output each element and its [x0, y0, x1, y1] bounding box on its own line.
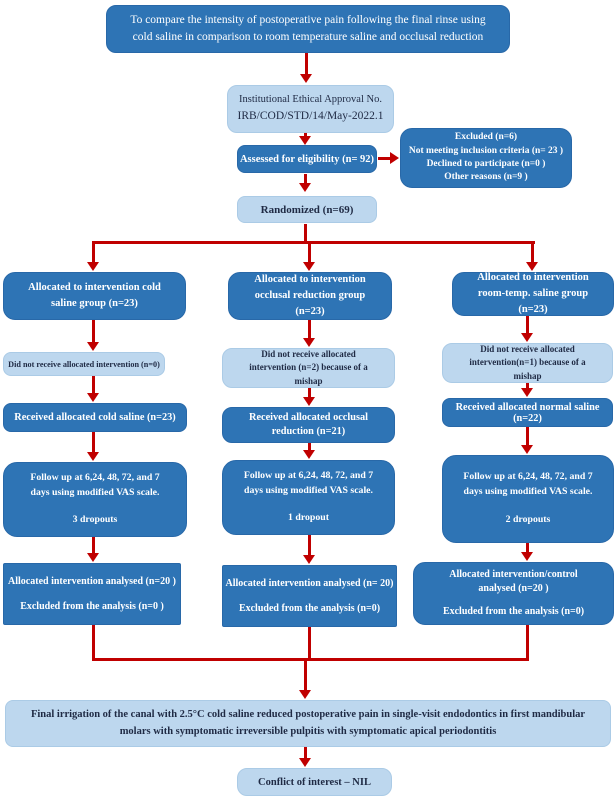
arrowhead-branch-right-icon [526, 262, 538, 271]
connector-branch-center [308, 241, 311, 263]
analysed-text: Allocated intervention analysed (n= 20) [225, 577, 394, 589]
followup-text: Follow up at 6,24, 48, 72, and 7 days us… [243, 469, 374, 496]
excluded-box: Excluded (n=6) Not meeting inclusion cri… [400, 128, 572, 188]
excluded-line: Not meeting inclusion criteria (n= 23 ) [408, 145, 564, 156]
followup-text: Follow up at 6,24, 48, 72, and 7 days us… [30, 471, 160, 498]
arrow-join-to-conclusion [304, 658, 307, 691]
arrow-notreceived-to-received-right [526, 383, 529, 389]
arrowhead-followup-to-analysed-center-icon [303, 555, 315, 564]
arrowhead-conclusion-to-conflict-icon [299, 758, 311, 767]
allocated-box-room-temp-saline: Allocated to intervention room-temp. sal… [452, 272, 614, 316]
followup-box-right: Follow up at 6,24, 48, 72, and 7 days us… [442, 455, 614, 543]
arrowhead-received-to-followup-right-icon [521, 445, 533, 454]
arrowhead-notreceived-to-received-center-icon [303, 397, 315, 406]
analysed-box-right: Allocated intervention/control analysed … [413, 562, 614, 625]
arrow-ethics-to-eligibility [304, 133, 307, 137]
arrowhead-ethics-to-eligibility-icon [299, 136, 311, 145]
excluded-line: Declined to participate (n=0 ) [426, 159, 546, 169]
received-box-normal-saline: Received allocated normal saline (n=22) [442, 398, 613, 427]
connector-randomized-down [304, 224, 307, 241]
arrow-eligibility-to-randomized [304, 174, 307, 184]
conclusion-box: Final irrigation of the canal with 2.5°C… [5, 700, 611, 747]
arrowhead-followup-to-analysed-right-icon [521, 552, 533, 561]
connector-analysed-left-down [92, 625, 95, 661]
arrowhead-branch-left-icon [87, 262, 99, 271]
arrowhead-eligibility-to-randomized-icon [299, 183, 311, 192]
arrow-notreceived-to-received-center [308, 388, 311, 398]
arrowhead-alloc-to-notreceived-center-icon [303, 338, 315, 347]
dropouts-text: 1 dropout [288, 512, 329, 524]
arrow-title-to-ethics [305, 53, 308, 75]
ethical-approval-box: Institutional Ethical Approval No. IRB/C… [227, 85, 394, 133]
not-received-box-center: Did not receive allocated intervention (… [222, 348, 395, 388]
arrowhead-eligibility-to-excluded-icon [390, 152, 399, 164]
arrow-followup-to-analysed-right [526, 543, 529, 553]
followup-box-center: Follow up at 6,24, 48, 72, and 7 days us… [222, 460, 395, 535]
received-box-occlusal-reduction: Received allocated occlusal reduction (n… [222, 407, 395, 443]
excluded-analysis-text: Excluded from the analysis (n=0) [442, 606, 585, 617]
analysed-text: Allocated intervention/control analysed … [449, 569, 578, 594]
arrow-followup-to-analysed-center [308, 535, 311, 556]
arrow-received-to-followup-right [526, 427, 529, 446]
connector-join-horizontal [92, 658, 529, 661]
ethical-approval-line2: IRB/COD/STD/14/May-2022.1 [237, 110, 384, 123]
allocated-box-cold-saline: Allocated to intervention cold saline gr… [3, 272, 186, 320]
arrow-received-to-followup-left [92, 432, 95, 453]
analysed-box-center: Allocated intervention analysed (n= 20) … [222, 565, 397, 627]
arrowhead-title-to-ethics-icon [300, 74, 312, 83]
arrow-followup-to-analysed-left [92, 537, 95, 554]
arrow-alloc-to-notreceived-center [308, 320, 311, 339]
connector-branch-horizontal [92, 241, 535, 244]
dropouts-text: 2 dropouts [505, 513, 551, 525]
arrow-conclusion-to-conflict [304, 747, 307, 759]
excluded-analysis-text: Excluded from the analysis (n=0) [238, 602, 381, 614]
eligibility-box: Assessed for eligibility (n= 92) [237, 145, 377, 173]
arrow-eligibility-to-excluded [378, 157, 391, 160]
connector-analysed-center-down [308, 627, 311, 661]
arrowhead-branch-center-icon [303, 262, 315, 271]
excluded-line: Excluded (n=6) [454, 132, 518, 143]
connector-branch-right [531, 241, 534, 263]
arrowhead-alloc-to-notreceived-right-icon [521, 333, 533, 342]
arrow-notreceived-to-received-left [92, 376, 95, 394]
arrowhead-received-to-followup-center-icon [303, 450, 315, 459]
not-received-box-left: Did not receive allocated intervention (… [3, 352, 165, 376]
dropouts-text: 3 dropouts [72, 514, 118, 526]
randomized-box: Randomized (n=69) [237, 196, 377, 223]
arrow-alloc-to-notreceived-left [92, 320, 95, 343]
arrowhead-followup-to-analysed-left-icon [87, 553, 99, 562]
arrowhead-notreceived-to-received-right-icon [521, 388, 533, 397]
analysed-box-left: Allocated intervention analysed (n=20 ) … [3, 563, 181, 625]
received-box-cold-saline: Received allocated cold saline (n=23) [3, 403, 187, 432]
not-received-box-right: Did not receive allocated intervention(n… [442, 343, 613, 383]
followup-box-left: Follow up at 6,24, 48, 72, and 7 days us… [3, 462, 187, 537]
connector-analysed-right-down [526, 625, 529, 661]
excluded-analysis-text: Excluded from the analysis (n=0 ) [20, 600, 164, 612]
arrowhead-received-to-followup-left-icon [87, 452, 99, 461]
arrow-alloc-to-notreceived-right [526, 316, 529, 334]
arrowhead-join-to-conclusion-icon [299, 690, 311, 699]
arrow-received-to-followup-center [308, 443, 311, 451]
followup-text: Follow up at 6,24, 48, 72, and 7 days us… [463, 471, 593, 498]
study-objective-box: To compare the intensity of postoperativ… [106, 5, 510, 53]
analysed-text: Allocated intervention analysed (n=20 ) [8, 575, 176, 587]
excluded-line: Other reasons (n=9 ) [444, 172, 528, 183]
conflict-of-interest-box: Conflict of interest – NIL [237, 768, 392, 796]
ethical-approval-line1: Institutional Ethical Approval No. [239, 93, 382, 105]
allocated-box-occlusal-reduction: Allocated to intervention occlusal reduc… [228, 272, 392, 320]
connector-branch-left [92, 241, 95, 263]
arrowhead-alloc-to-notreceived-left-icon [87, 342, 99, 351]
arrowhead-notreceived-to-received-left-icon [87, 393, 99, 402]
